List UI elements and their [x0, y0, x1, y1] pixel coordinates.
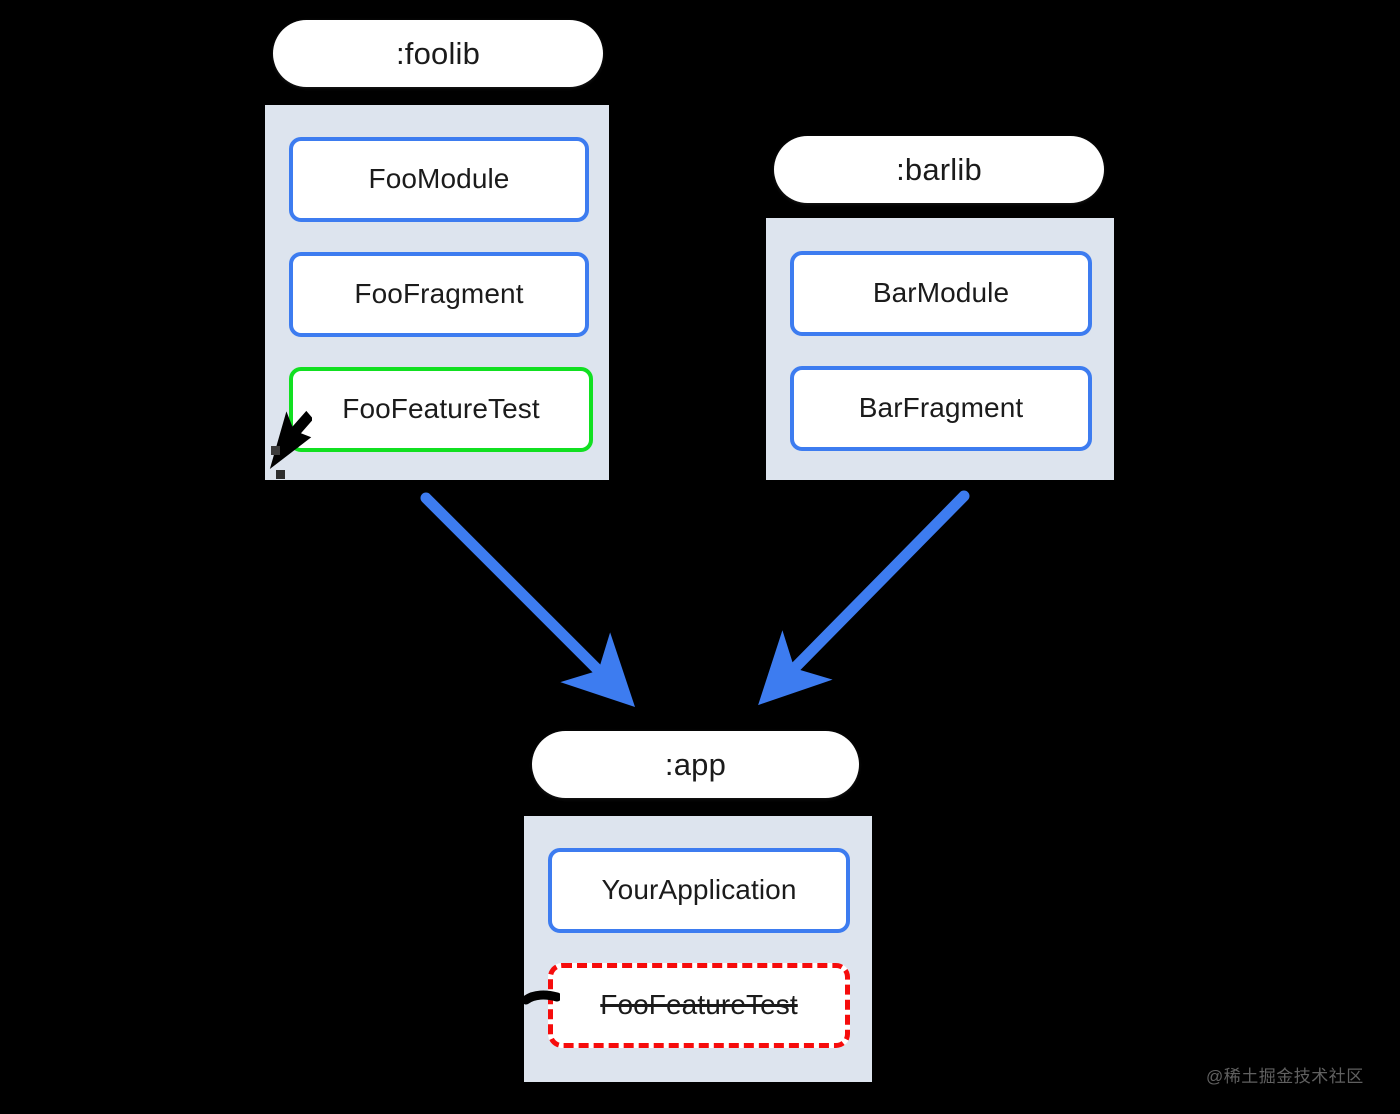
module-group-foolib: :foolib FooModule FooFragment FooFeature… [0, 0, 1400, 500]
node-label: BarFragment [858, 392, 1024, 424]
node-foofeaturetest-foolib[interactable]: FooFeatureTest [289, 367, 593, 452]
watermark-text: @稀土掘金技术社区 [1206, 1067, 1364, 1086]
module-body-foolib: FooModule FooFragment FooFeatureTest [265, 105, 609, 480]
node-barfragment[interactable]: BarFragment [790, 366, 1092, 451]
node-label: FooFragment [354, 278, 524, 310]
module-pill-foolib[interactable]: :foolib [273, 20, 603, 87]
module-pill-label: :foolib [395, 35, 481, 71]
node-label: FooModule [368, 163, 510, 195]
node-yourapplication[interactable]: YourApplication [548, 848, 850, 933]
node-label: FooFeatureTest [600, 989, 798, 1021]
module-pill-barlib[interactable]: :barlib [774, 136, 1104, 203]
node-label: BarModule [872, 277, 1010, 309]
node-foomodule[interactable]: FooModule [289, 137, 589, 222]
watermark: @稀土掘金技术社区 [1206, 1062, 1364, 1087]
node-foofeaturetest-app[interactable]: FooFeatureTest [548, 963, 850, 1048]
module-group-barlib: :barlib BarModule BarFragment [0, 0, 1400, 500]
module-body-barlib: BarModule BarFragment [766, 218, 1114, 480]
module-body-app: YourApplication FooFeatureTest [524, 816, 872, 1082]
module-pill-label: :app [664, 746, 727, 782]
node-barmodule[interactable]: BarModule [790, 251, 1092, 336]
node-foofragment[interactable]: FooFragment [289, 252, 589, 337]
node-label: FooFeatureTest [342, 393, 540, 425]
module-pill-app[interactable]: :app [532, 731, 859, 798]
module-pill-label: :barlib [896, 151, 982, 187]
node-label: YourApplication [601, 874, 797, 906]
